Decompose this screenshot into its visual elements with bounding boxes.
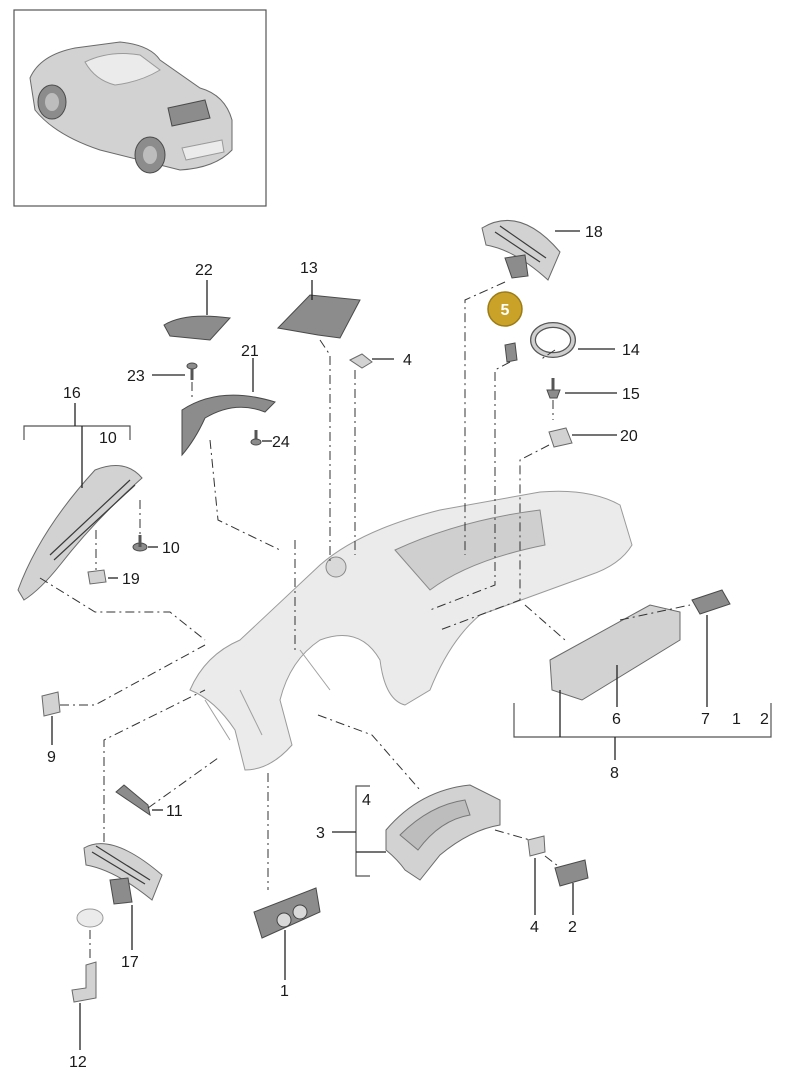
callout-14: 14 <box>622 342 640 359</box>
callout-12: 12 <box>69 1054 87 1071</box>
part-10-screw[interactable] <box>132 535 148 552</box>
callout-5-text: 5 <box>501 302 510 319</box>
callout-10: 10 <box>162 540 180 557</box>
part-19-clip[interactable] <box>87 569 107 585</box>
callout-3: 3 <box>316 825 325 842</box>
part-12-bracket[interactable] <box>71 908 104 1003</box>
callout-15: 15 <box>622 386 640 403</box>
part-24-screw[interactable] <box>250 430 262 446</box>
callout-8: 8 <box>610 765 619 782</box>
leader-lines <box>23 230 772 1050</box>
callout-7: 7 <box>701 711 710 728</box>
callout-11: 11 <box>166 803 183 820</box>
callout-8-sub-2: 2 <box>760 711 769 728</box>
part-7-cover[interactable] <box>691 589 731 615</box>
part-4-clip-right[interactable] <box>527 835 546 857</box>
callout-13: 13 <box>300 260 318 277</box>
callout-21: 21 <box>241 343 259 360</box>
highlighted-callout-5[interactable] <box>487 291 523 327</box>
vehicle-thumbnail[interactable] <box>13 9 267 207</box>
part-3-instrument-cluster-cover[interactable] <box>385 784 501 881</box>
part-1-switch-bezel[interactable] <box>253 887 321 939</box>
part-6-display[interactable] <box>549 604 681 701</box>
callout-17: 17 <box>121 954 139 971</box>
assembly-lines <box>39 281 691 962</box>
part-15-screw[interactable] <box>546 378 561 399</box>
callout-labels: 18 14 15 20 4 13 22 23 21 24 16 10 10 19… <box>47 224 769 1071</box>
callout-20: 20 <box>620 428 638 445</box>
part-18-vent[interactable] <box>481 220 561 281</box>
part-9-tab[interactable] <box>41 691 61 717</box>
callout-1: 1 <box>280 983 289 1000</box>
part-21-cowl[interactable] <box>181 394 276 457</box>
callout-6: 6 <box>612 711 621 728</box>
callout-22: 22 <box>195 262 213 279</box>
part-14-ring[interactable] <box>530 322 576 358</box>
callout-19: 19 <box>122 571 140 588</box>
callout-24: 24 <box>272 434 290 451</box>
callout-23: 23 <box>127 368 145 385</box>
part-16-side-trim[interactable] <box>17 465 143 601</box>
part-2-cap[interactable] <box>554 859 589 887</box>
part-17-vent[interactable] <box>83 843 163 905</box>
callout-8-sub-1: 1 <box>732 711 741 728</box>
part-11-bracket[interactable] <box>115 784 151 817</box>
callout-4-top: 4 <box>403 352 412 369</box>
part-23-screw[interactable] <box>186 362 198 380</box>
callout-9: 9 <box>47 749 56 766</box>
part-22-cover[interactable] <box>163 315 232 341</box>
callout-2: 2 <box>568 919 577 936</box>
part-13-panel[interactable] <box>276 294 361 339</box>
callout-4-clip: 4 <box>530 919 539 936</box>
part-20-bracket[interactable] <box>548 427 573 448</box>
callout-4-cluster: 4 <box>362 792 371 809</box>
part-4-nut-top[interactable] <box>349 353 373 369</box>
dashboard-carrier[interactable] <box>189 490 633 771</box>
part-5-clip[interactable] <box>504 342 518 363</box>
callout-16: 16 <box>63 385 81 402</box>
callout-18: 18 <box>585 224 603 241</box>
callout-10-bracket: 10 <box>99 430 117 447</box>
